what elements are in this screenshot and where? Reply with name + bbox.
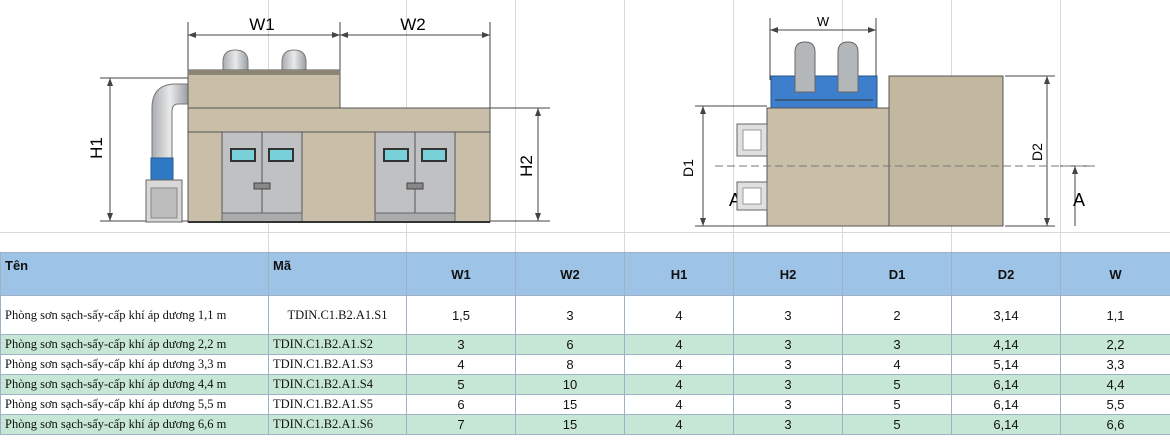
cell-w: 2,2	[1060, 334, 1170, 355]
grid-line	[515, 0, 516, 252]
dim-label-h2: H2	[517, 155, 536, 177]
cell-code: TDIN.C1.B2.A1.S4	[268, 374, 407, 395]
spec-table: Tên Mã W1 W2 H1 H2 D1 D2 W Phòng sơn sạc…	[0, 252, 1170, 435]
cell-w1: 4	[406, 354, 516, 375]
cell-w2: 8	[515, 354, 625, 375]
table-header-row: Tên Mã W1 W2 H1 H2 D1 D2 W	[0, 252, 1170, 296]
header-w2: W2	[515, 252, 625, 296]
table-row: Phòng sơn sạch-sấy-cấp khí áp dương 6,6 …	[0, 414, 1170, 435]
cell-d2: 3,14	[951, 295, 1061, 335]
cell-code: TDIN.C1.B2.A1.S3	[268, 354, 407, 375]
cell-h2: 3	[733, 414, 843, 435]
cell-code: TDIN.C1.B2.A1.S1	[268, 295, 407, 335]
cell-w: 5,5	[1060, 394, 1170, 415]
grid-line	[624, 0, 625, 252]
cell-w2: 3	[515, 295, 625, 335]
cell-code: TDIN.C1.B2.A1.S2	[268, 334, 407, 355]
cell-h2: 3	[733, 374, 843, 395]
cell-w: 3,3	[1060, 354, 1170, 375]
duct-fan-band	[150, 157, 174, 181]
cell-name: Phòng sơn sạch-sấy-cấp khí áp dương 1,1 …	[0, 295, 269, 335]
header-w1: W1	[406, 252, 516, 296]
cell-d1: 4	[842, 354, 952, 375]
cell-w1: 5	[406, 374, 516, 395]
header-h2: H2	[733, 252, 843, 296]
cell-name: Phòng sơn sạch-sấy-cấp khí áp dương 3,3 …	[0, 354, 269, 375]
cell-h2: 3	[733, 354, 843, 375]
booth-door-1	[221, 131, 303, 223]
front-view-drawing: W1 W2 H1 H2	[87, 15, 550, 223]
table-row: Phòng sơn sạch-sấy-cấp khí áp dương 4,4 …	[0, 374, 1170, 395]
cell-d2: 6,14	[951, 394, 1061, 415]
roof-fan-unit	[770, 75, 878, 109]
cell-d2: 6,14	[951, 374, 1061, 395]
cell-w2: 10	[515, 374, 625, 395]
cell-name: Phòng sơn sạch-sấy-cấp khí áp dương 2,2 …	[0, 334, 269, 355]
cell-w: 1,1	[1060, 295, 1170, 335]
dim-label-d1: D1	[680, 159, 696, 177]
cell-h1: 4	[624, 354, 734, 375]
cell-d1: 5	[842, 374, 952, 395]
grid-line	[1060, 0, 1061, 252]
header-ma: Mã	[268, 252, 407, 296]
cell-w1: 3	[406, 334, 516, 355]
side-booth-body	[766, 107, 890, 227]
cell-w1: 6	[406, 394, 516, 415]
cell-h1: 4	[624, 414, 734, 435]
cell-name: Phòng sơn sạch-sấy-cấp khí áp dương 6,6 …	[0, 414, 269, 435]
cell-w1: 1,5	[406, 295, 516, 335]
cell-name: Phòng sơn sạch-sấy-cấp khí áp dương 5,5 …	[0, 394, 269, 415]
roof-band	[187, 107, 491, 133]
roof-duct-2	[281, 49, 307, 73]
roof-plenum	[187, 69, 341, 111]
grid-line	[0, 232, 1170, 233]
dim-label-a-right: A	[1073, 190, 1085, 210]
table-row: Phòng sơn sạch-sấy-cấp khí áp dương 3,3 …	[0, 354, 1170, 375]
table-row: Phòng sơn sạch-sấy-cấp khí áp dương 2,2 …	[0, 334, 1170, 355]
header-w: W	[1060, 252, 1170, 296]
cell-name: Phòng sơn sạch-sấy-cấp khí áp dương 4,4 …	[0, 374, 269, 395]
cell-w2: 15	[515, 414, 625, 435]
roof-duct-1	[222, 49, 249, 73]
header-d2: D2	[951, 252, 1061, 296]
cell-d2: 5,14	[951, 354, 1061, 375]
cell-h2: 3	[733, 394, 843, 415]
cell-d1: 5	[842, 394, 952, 415]
cell-d1: 2	[842, 295, 952, 335]
header-h1: H1	[624, 252, 734, 296]
cell-d2: 6,14	[951, 414, 1061, 435]
cell-h2: 3	[733, 334, 843, 355]
cell-h1: 4	[624, 295, 734, 335]
cell-code: TDIN.C1.B2.A1.S5	[268, 394, 407, 415]
cell-code: TDIN.C1.B2.A1.S6	[268, 414, 407, 435]
dim-label-h1: H1	[87, 137, 106, 159]
cell-w1: 7	[406, 414, 516, 435]
side-view-drawing: W D1 D2 A A	[680, 14, 1095, 227]
header-d1: D1	[842, 252, 952, 296]
cell-h2: 3	[733, 295, 843, 335]
cell-w2: 6	[515, 334, 625, 355]
side-annex	[888, 75, 1004, 227]
side-duct-1	[794, 41, 816, 93]
cell-h1: 4	[624, 374, 734, 395]
cell-w: 4,4	[1060, 374, 1170, 395]
cell-d1: 5	[842, 414, 952, 435]
header-ten: Tên	[0, 252, 269, 296]
cell-h1: 4	[624, 334, 734, 355]
cell-d1: 3	[842, 334, 952, 355]
cell-d2: 4,14	[951, 334, 1061, 355]
cell-w2: 15	[515, 394, 625, 415]
booth-door-2	[374, 131, 456, 223]
dim-label-w2: W2	[400, 15, 426, 34]
dim-label-w1: W1	[249, 15, 275, 34]
dim-label-d2: D2	[1029, 143, 1045, 161]
cell-h1: 4	[624, 394, 734, 415]
side-duct-2	[837, 41, 859, 93]
grid-line	[733, 0, 734, 252]
table-row: Phòng sơn sạch-sấy-cấp khí áp dương 5,5 …	[0, 394, 1170, 415]
dim-label-w: W	[817, 14, 830, 29]
cell-w: 6,6	[1060, 414, 1170, 435]
table-row: Phòng sơn sạch-sấy-cấp khí áp dương 1,1 …	[0, 295, 1170, 335]
